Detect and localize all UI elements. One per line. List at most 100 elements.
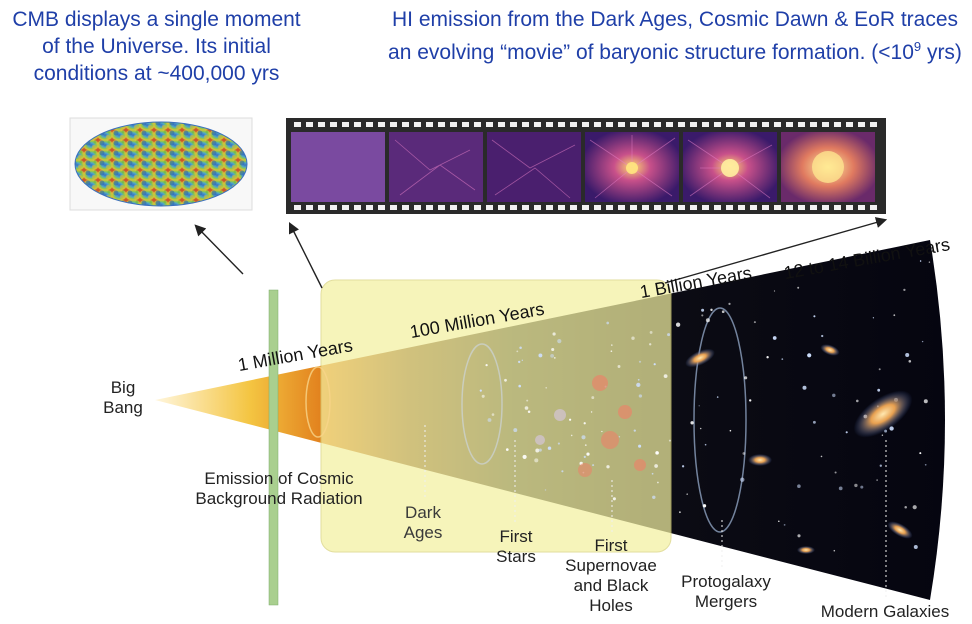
film-perforation <box>522 205 529 210</box>
star-dot <box>690 421 694 425</box>
star-dot <box>705 318 710 323</box>
star-dot <box>797 286 800 289</box>
film-strip <box>286 118 886 214</box>
star-dot <box>610 350 613 353</box>
label-supernovae: First Supernovae and Black Holes <box>565 536 657 615</box>
film-perforation <box>294 205 301 210</box>
label-modern-galaxies: Modern Galaxies <box>820 602 950 621</box>
star-dot <box>923 399 928 404</box>
star-dot <box>772 336 777 340</box>
star-dot <box>524 406 529 410</box>
star-dot <box>655 451 659 455</box>
first-stars-cluster <box>535 375 646 477</box>
star-dot <box>924 463 927 466</box>
film-perforation <box>426 205 433 210</box>
star-dot <box>479 389 482 392</box>
film-perforations <box>294 122 877 210</box>
film-perforation <box>750 205 757 210</box>
star-dot <box>631 336 635 340</box>
star-dot <box>617 365 621 368</box>
star-dot <box>547 446 552 450</box>
star-dot <box>675 322 681 327</box>
film-perforation <box>426 122 433 127</box>
star-dot <box>516 350 519 353</box>
film-perforation <box>582 122 589 127</box>
star-dot <box>908 360 912 363</box>
film-perforation <box>642 205 649 210</box>
film-perforation <box>678 205 685 210</box>
star-dot <box>928 261 931 263</box>
star-dot <box>903 288 906 292</box>
star-dot <box>856 399 859 403</box>
film-perforation <box>474 205 481 210</box>
star-dot <box>686 493 688 495</box>
star-dot <box>551 347 555 352</box>
film-perforation <box>462 122 469 127</box>
film-perforation <box>438 122 445 127</box>
star-dot <box>773 290 776 292</box>
star-dot <box>699 427 702 430</box>
film-perforation <box>510 205 517 210</box>
film-perforation <box>366 205 373 210</box>
star-dot <box>581 435 586 440</box>
star-dot <box>833 549 836 552</box>
star-dot <box>504 378 507 382</box>
cmb-caption: CMB displays a single moment of the Univ… <box>12 8 301 85</box>
film-perforation <box>402 122 409 127</box>
star-dot <box>618 436 621 438</box>
film-perforation <box>642 122 649 127</box>
film-perforation <box>834 205 841 210</box>
star-dot <box>590 411 593 413</box>
film-perforation <box>654 122 661 127</box>
film-perforation <box>618 205 625 210</box>
film-perforation <box>546 122 553 127</box>
film-perforation <box>534 122 541 127</box>
star-dot <box>491 413 495 416</box>
film-perforation <box>606 205 613 210</box>
film-perforation <box>534 205 541 210</box>
star-dot <box>742 452 746 455</box>
star-dot <box>783 524 786 526</box>
star-dot <box>797 484 801 488</box>
film-perforation <box>546 205 553 210</box>
star-dot <box>535 448 540 453</box>
star-dot <box>561 470 564 473</box>
star-dot <box>802 385 807 390</box>
film-perforation <box>414 122 421 127</box>
star-dot <box>519 346 522 350</box>
film-perforation <box>726 122 733 127</box>
star-dot <box>749 399 752 402</box>
star-dot <box>679 511 681 514</box>
star-dot <box>743 376 748 380</box>
film-frame-1 <box>291 132 385 202</box>
film-perforation <box>582 205 589 210</box>
film-perforation <box>354 122 361 127</box>
star-dot <box>668 439 672 442</box>
film-perforation <box>294 122 301 127</box>
arrow-to-film-start <box>288 221 323 289</box>
film-perforation <box>774 205 781 210</box>
label-protogalaxy: Protogalaxy Mergers <box>681 572 771 611</box>
star-dot <box>919 452 922 455</box>
star-dot <box>591 396 595 400</box>
film-perforation <box>786 122 793 127</box>
ring-100m <box>461 343 503 465</box>
film-perforation <box>858 205 865 210</box>
film-perforation <box>594 122 601 127</box>
star-dot <box>913 545 918 549</box>
star-dot <box>921 340 924 343</box>
film-perforation <box>738 205 745 210</box>
film-perforation <box>402 205 409 210</box>
star-dot <box>505 448 509 451</box>
film-perforation <box>714 205 721 210</box>
star-dot <box>584 444 587 446</box>
film-perforation <box>606 122 613 127</box>
hi-highlight-box <box>320 279 672 553</box>
film-perforation <box>870 205 877 210</box>
star-dot <box>912 505 917 510</box>
emission-band <box>268 289 279 606</box>
film-perforation <box>834 122 841 127</box>
ring-protogalaxy <box>693 307 747 533</box>
star-dot <box>521 359 523 361</box>
